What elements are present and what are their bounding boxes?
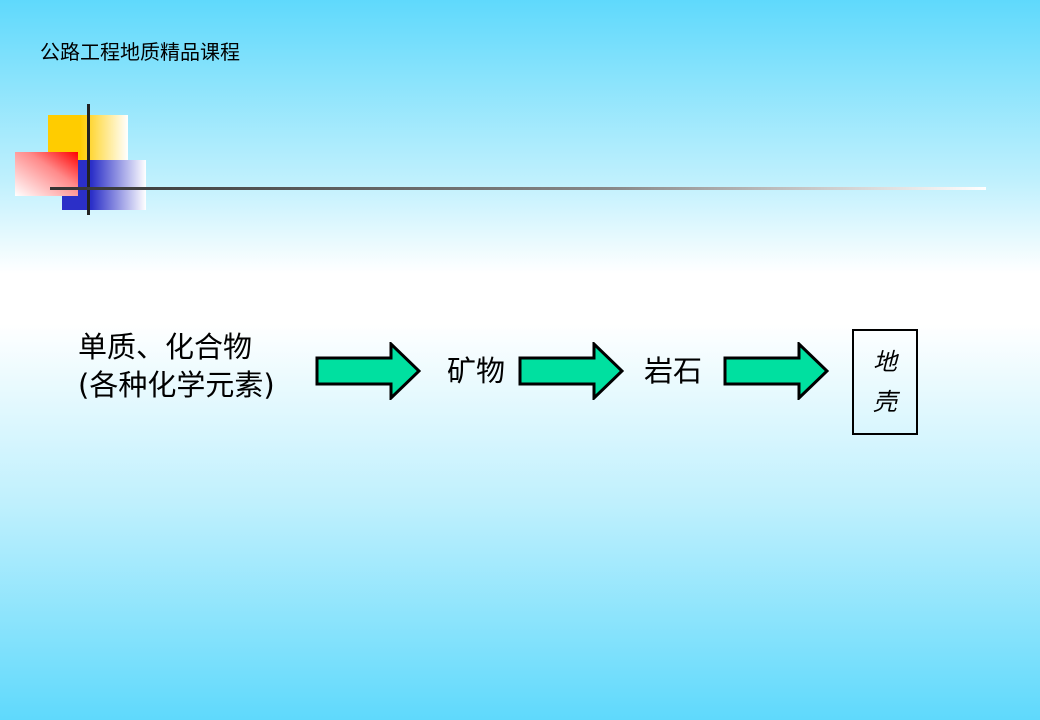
title-divider-line bbox=[50, 187, 986, 190]
arrow-right-icon bbox=[723, 342, 829, 400]
crust-box: 地 壳 bbox=[852, 329, 918, 435]
crust-char-2: 壳 bbox=[873, 388, 897, 416]
crust-char-1: 地 bbox=[873, 348, 897, 376]
decor-vertical-line bbox=[87, 104, 90, 215]
arrow-right-icon bbox=[315, 342, 421, 400]
mineral-label: 矿物 bbox=[447, 354, 506, 388]
course-title: 公路工程地质精品课程 bbox=[40, 40, 240, 64]
arrow-right-icon bbox=[518, 342, 624, 400]
rock-label: 岩石 bbox=[644, 354, 703, 388]
source-line-2: (各种化学元素) bbox=[78, 368, 275, 402]
source-text: 单质、化合物 (各种化学元素) bbox=[78, 328, 275, 404]
source-line-1: 单质、化合物 bbox=[78, 330, 253, 364]
